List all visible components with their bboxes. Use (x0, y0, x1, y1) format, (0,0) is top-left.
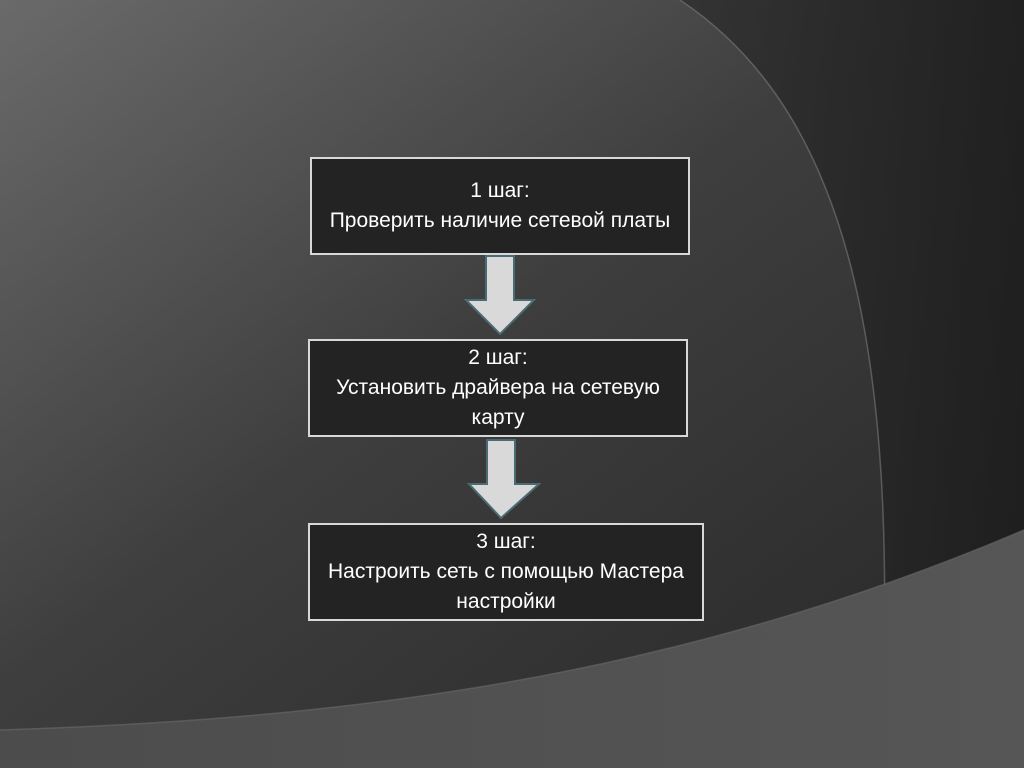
step-1-box: 1 шаг: Проверить наличие сетевой платы (310, 157, 690, 255)
step-3-box: 3 шаг: Настроить сеть с помощью Мастера … (308, 523, 704, 621)
step-1-text: Проверить наличие сетевой платы (329, 209, 671, 232)
background-bottom-band (0, 530, 1024, 768)
down-arrow-icon (467, 439, 542, 520)
step-2-box: 2 шаг: Установить драйвера на сетевую ка… (308, 339, 688, 437)
step-3-text: Настроить сеть с помощью Мастера настрой… (328, 560, 684, 613)
step-1-title: 1 шаг: (470, 179, 530, 202)
step-2-title: 2 шаг: (468, 346, 528, 369)
down-arrow-icon (463, 255, 537, 336)
step-2-text: Установить драйвера на сетевую карту (336, 376, 660, 429)
step-3-title: 3 шаг: (476, 530, 536, 553)
